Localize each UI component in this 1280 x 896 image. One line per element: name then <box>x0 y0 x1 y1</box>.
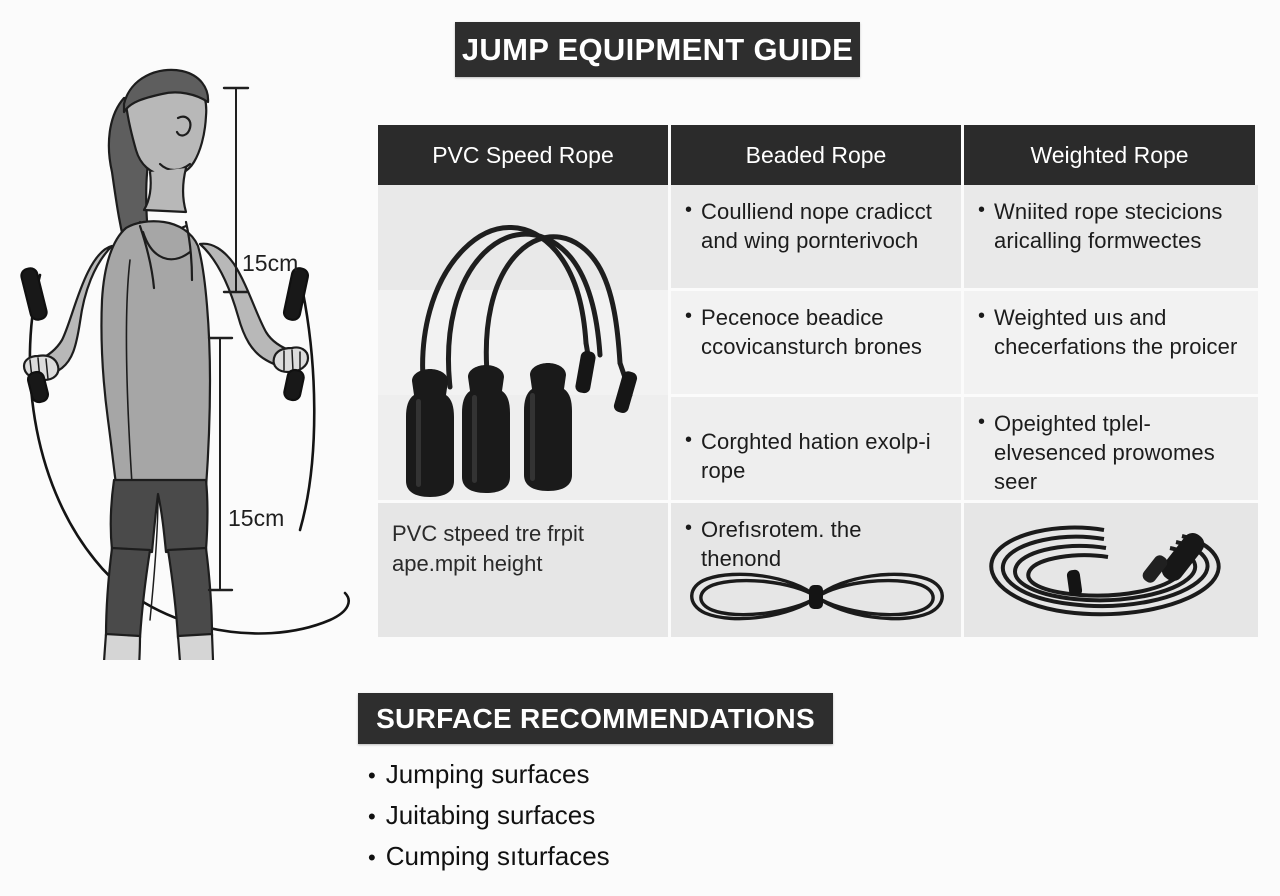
table-header-pvc-speed-rope: PVC Speed Rope <box>378 125 671 185</box>
bullet-text: Pecenoce beadice ccovicansturch brones <box>701 305 922 359</box>
bullet-icon: • <box>368 763 376 788</box>
figure-svg <box>20 68 350 759</box>
table-cell-weighted-bullet-3: • Opeighted tplel-elvesenced prowomes se… <box>964 397 1258 503</box>
coiled-beaded-rope-photo <box>690 572 944 621</box>
pvc-speed-rope-handles-photo <box>378 185 671 503</box>
rope-tie-band <box>809 585 823 609</box>
bullet-icon: • <box>978 199 986 221</box>
dimension-label-top: 15cm <box>242 250 299 276</box>
surface-recommendations-banner: SURFACE RECOMMENDATIONS <box>358 693 833 744</box>
table-cell-beaded-coil: • Orefısrotem. the thenond <box>671 503 964 640</box>
table-header-beaded-rope: Beaded Rope <box>671 125 964 185</box>
list-item: • Jumping surfaces <box>368 757 888 793</box>
table-header-weighted-rope: Weighted Rope <box>964 125 1258 185</box>
equipment-comparison-table: PVC Speed Rope Beaded Rope Weighted Rope <box>378 125 1258 640</box>
bullet-text: Opeighted tplel-elvesenced prowomes seer <box>994 411 1215 494</box>
table-cell-weighted-bullet-1: • Wniited rope stecicions aricalling for… <box>964 185 1258 291</box>
bullet-icon: • <box>368 845 376 870</box>
list-item: • Cumping sıturfaces <box>368 839 888 875</box>
column-header-label: Weighted Rope <box>1030 141 1189 168</box>
table-cell-weighted-coil <box>964 503 1258 640</box>
page-title-banner: JUMP EQUIPMENT GUIDE <box>455 22 860 77</box>
list-item-label: Cumping sıturfaces <box>385 841 610 871</box>
table-cell-beaded-bullet-1: • Coulliend nope cradicct and wing pornt… <box>671 185 964 291</box>
coiled-weighted-rope-photo <box>989 525 1221 617</box>
table-cell-pvc-footer-text: PVC stpeed tre frpit ape.mpit height <box>378 503 671 640</box>
bullet-text: Wniited rope stecicions aricalling formw… <box>994 199 1223 253</box>
column-header-label: Beaded Rope <box>745 141 887 168</box>
bullet-icon: • <box>978 305 986 327</box>
list-item-label: Juitabing surfaces <box>385 800 596 830</box>
jump-rope-stance-illustration: 15cm 15cm <box>0 60 370 759</box>
list-item: • Juitabing surfaces <box>368 798 888 834</box>
rope-handles-svg <box>406 225 638 497</box>
bullet-icon: • <box>368 804 376 829</box>
bullet-text: Coulliend nope cradicct and wing pornter… <box>701 199 933 253</box>
column-header-label: PVC Speed Rope <box>432 141 614 168</box>
bullet-icon: • <box>685 305 693 327</box>
dimension-label-bottom: 15cm <box>228 505 285 531</box>
table-cell-beaded-bullet-2: • Pecenoce beadice ccovicansturch brones <box>671 291 964 397</box>
pvc-footer-text: PVC stpeed tre frpit ape.mpit height <box>392 521 584 576</box>
bullet-icon: • <box>685 199 693 221</box>
bullet-text: Orefısrotem. the thenond <box>701 517 862 571</box>
bullet-text: Weighted uıs and checerfations the proic… <box>994 305 1238 359</box>
rope-tie-band <box>1066 569 1083 597</box>
table-cell-beaded-bullet-3: • Corghted hation exolp-i rope <box>671 397 964 503</box>
bullet-text: Corghted hation exolp-i rope <box>701 429 931 483</box>
bullet-icon: • <box>978 411 986 433</box>
page-title: JUMP EQUIPMENT GUIDE <box>461 31 854 67</box>
surface-section-title: SURFACE RECOMMENDATIONS <box>376 702 815 734</box>
table-cell-weighted-bullet-2: • Weighted uıs and checerfations the pro… <box>964 291 1258 397</box>
bullet-icon: • <box>685 429 693 451</box>
surface-recommendations-list: • Jumping surfaces • Juitabing surfaces … <box>368 757 888 880</box>
list-item-label: Jumping surfaces <box>385 759 590 789</box>
bullet-icon: • <box>685 517 693 539</box>
rope-handle <box>1142 532 1205 583</box>
